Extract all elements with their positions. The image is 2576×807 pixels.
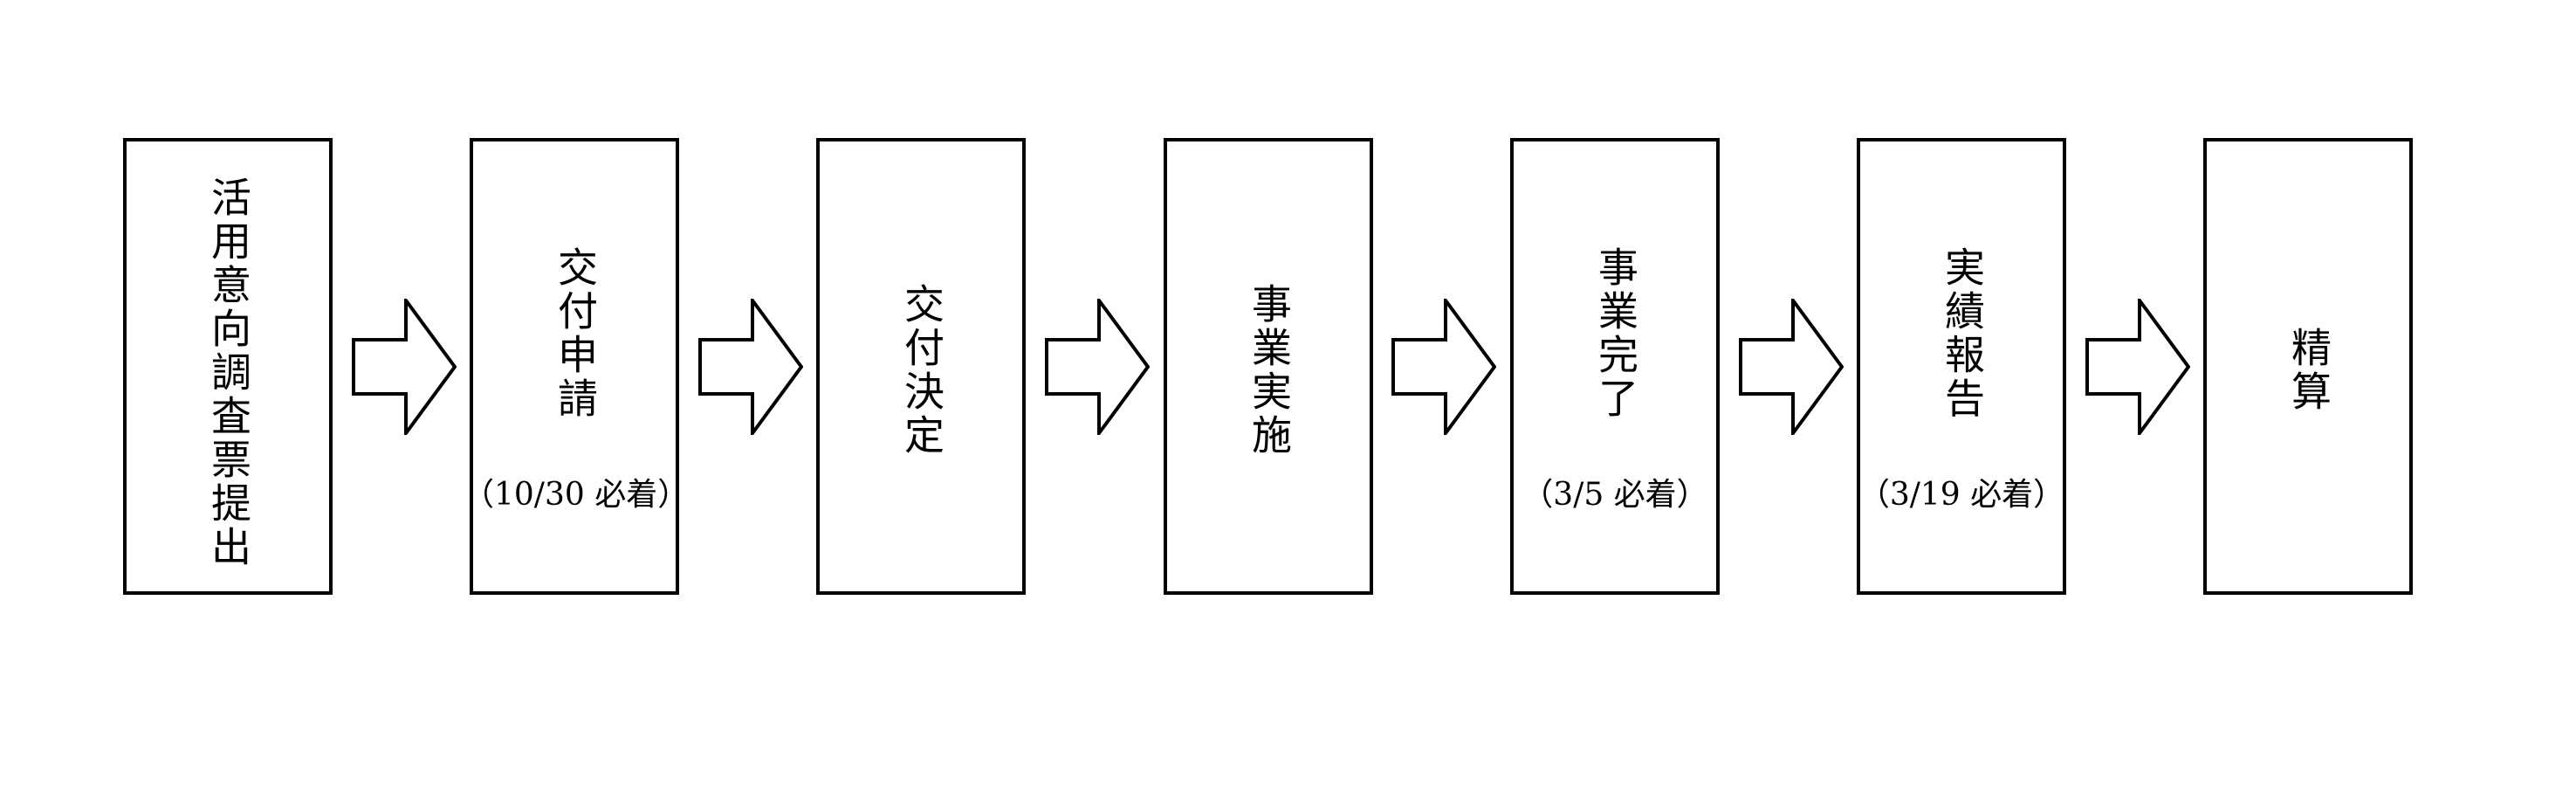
step-label-7: 精算 [2285, 327, 2332, 414]
arrow-right-icon [1045, 299, 1150, 435]
arrow-right-icon [1391, 299, 1496, 435]
step-box-2: 交付申請 （10/30 必着） [463, 138, 689, 595]
step-box-3: 交付決定 [816, 138, 1026, 595]
step-note-2: （10/30 必着） [463, 477, 690, 513]
step-label-1: 活用意向調査票提出 [205, 176, 252, 569]
arrow-right-icon [1739, 299, 1844, 435]
step-label-3: 交付決定 [898, 283, 945, 458]
step-box-6: 実績報告 （3/19 必着） [1857, 138, 2066, 595]
step-box-1: 活用意向調査票提出 [123, 138, 333, 595]
step-label-2: 交付申請 [552, 246, 599, 421]
step-note-5: （3/5 必着） [1522, 477, 1708, 513]
step-label-5: 事業完了 [1592, 246, 1639, 421]
step-note-6: （3/19 必着） [1858, 477, 2065, 513]
arrow-right-icon [352, 299, 457, 435]
arrow-right-icon [2085, 299, 2190, 435]
arrow-right-icon [698, 299, 803, 435]
step-box-4: 事業実施 [1164, 138, 1373, 595]
step-box-7: 精算 [2203, 138, 2413, 595]
step-box-5: 事業完了 （3/5 必着） [1510, 138, 1720, 595]
step-label-6: 実績報告 [1939, 246, 1986, 421]
step-label-4: 事業実施 [1246, 283, 1293, 458]
